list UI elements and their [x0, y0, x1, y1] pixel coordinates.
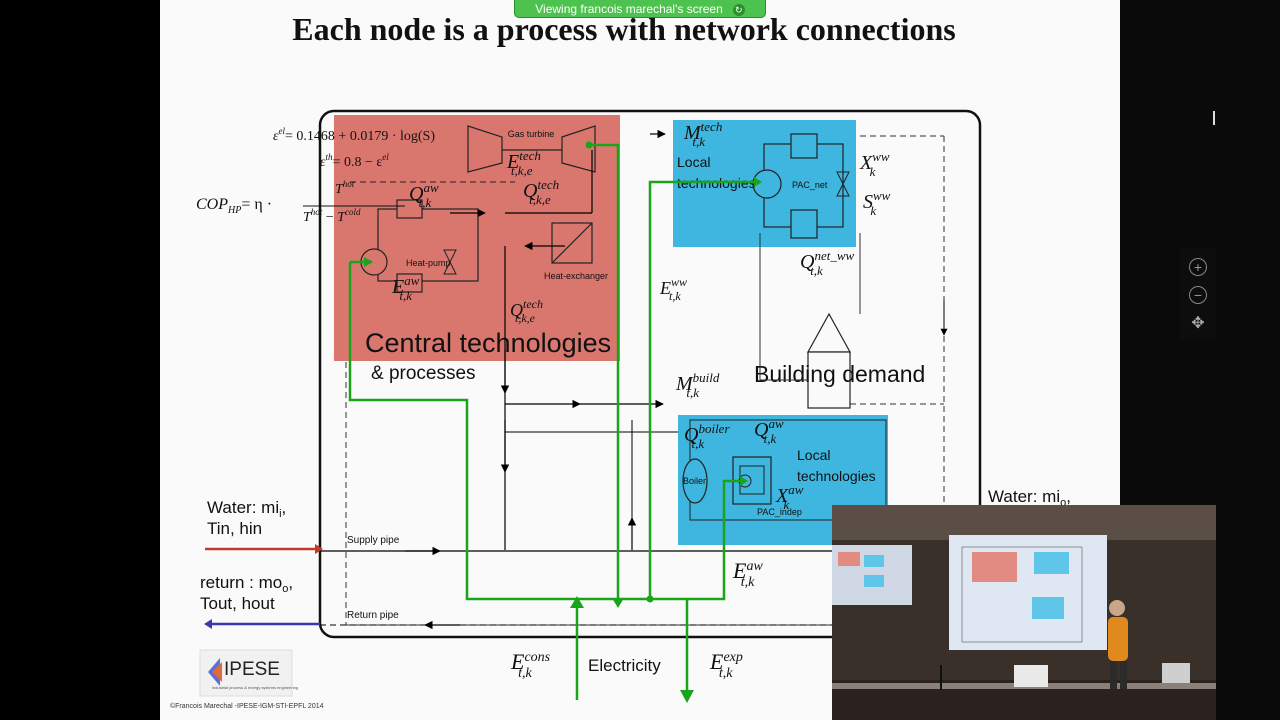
return-pipe-label: Return pipe	[347, 610, 399, 621]
svg-text:εth= 0.8 − εel: εth= 0.8 − εel	[320, 152, 389, 170]
system-boundary	[318, 109, 982, 639]
water-out-label-2: Tout, hout	[200, 594, 275, 613]
svg-text:Thot: Thot	[335, 179, 355, 197]
pac-net-compressor-icon	[752, 169, 782, 199]
gas-turbine-expander	[561, 125, 596, 173]
laptop-icon	[1014, 663, 1190, 687]
water-in-label-2: Tin, hin	[207, 519, 262, 538]
move-icon[interactable]: ✥	[1191, 315, 1205, 332]
local-bottom-label-2: technologies	[797, 468, 876, 484]
logo-text: IPESE	[224, 659, 280, 680]
water-right-label: Water: mio,	[988, 487, 1071, 509]
heat-pump-loop	[377, 208, 479, 282]
pac-indep-label: PAC_indep	[757, 507, 802, 517]
video-scene	[832, 505, 1216, 720]
presenter-video	[832, 505, 1216, 720]
building-label: Building demand	[754, 361, 925, 387]
pac-net-label: PAC_net	[792, 180, 828, 190]
text-cursor	[1213, 111, 1215, 125]
zoom-out-button[interactable]: −	[1189, 286, 1207, 304]
boiler-label: Boiler	[683, 476, 706, 486]
screen-share-label: Viewing francois marechal's screen	[535, 2, 723, 16]
heat-exchanger-label: Heat-exchanger	[544, 271, 608, 281]
electricity-flows	[348, 143, 754, 700]
water-in-label-1: Water: mii,	[207, 498, 286, 520]
projector-screen-icon	[949, 535, 1107, 650]
logo-sub: industrial process & energy systems engi…	[212, 685, 298, 690]
electricity-export-arrow	[680, 690, 694, 703]
gas-turbine-label: Gas turbine	[508, 129, 555, 139]
supply-pipe-label: Supply pipe	[347, 535, 400, 546]
building-roof	[806, 312, 852, 353]
heat-exchanger-icon	[551, 222, 593, 264]
electricity-label: Electricity	[588, 656, 661, 675]
svg-text:Thot − Tcold: Thot − Tcold	[303, 207, 361, 225]
local-top-label-1: Local	[677, 154, 710, 170]
zoom-controls: + − ✥	[1180, 248, 1216, 340]
refresh-icon[interactable]: ↻	[732, 3, 745, 16]
heat-pump-label: Heat-pump	[406, 258, 451, 268]
electricity-import-arrow	[570, 596, 584, 608]
screen-share-banner[interactable]: Viewing francois marechal's screen ↻	[514, 0, 766, 18]
central-label: Central technologies	[365, 328, 611, 358]
central-sub-label: & processes	[371, 363, 476, 384]
gas-turbine-compressor	[467, 125, 503, 173]
slide-footer: ©Francois Marechal -IPESE-IGM-STI-EPFL 2…	[170, 702, 324, 710]
ipese-logo: IPESE industrial process & energy system…	[199, 649, 298, 697]
formulas: εel= 0.1468 + 0.0179 · log(S) εth= 0.8 −…	[196, 126, 435, 225]
presenter-icon	[1108, 600, 1128, 689]
svg-text:εel= 0.1468 + 0.0179 · log(S): εel= 0.1468 + 0.0179 · log(S)	[273, 126, 435, 144]
zoom-in-button[interactable]: +	[1189, 258, 1207, 276]
water-out-label-1: return : moo,	[200, 573, 293, 595]
local-bottom-label-1: Local	[797, 447, 830, 463]
slide-diagram: Each node is a process with network conn…	[170, 11, 1071, 710]
central-technologies-box	[334, 115, 620, 361]
slide: Each node is a process with network conn…	[160, 0, 1120, 720]
building-body	[807, 351, 851, 409]
svg-text:COPHP= η ·: COPHP= η ·	[196, 196, 272, 216]
boiler-icon	[682, 458, 708, 504]
